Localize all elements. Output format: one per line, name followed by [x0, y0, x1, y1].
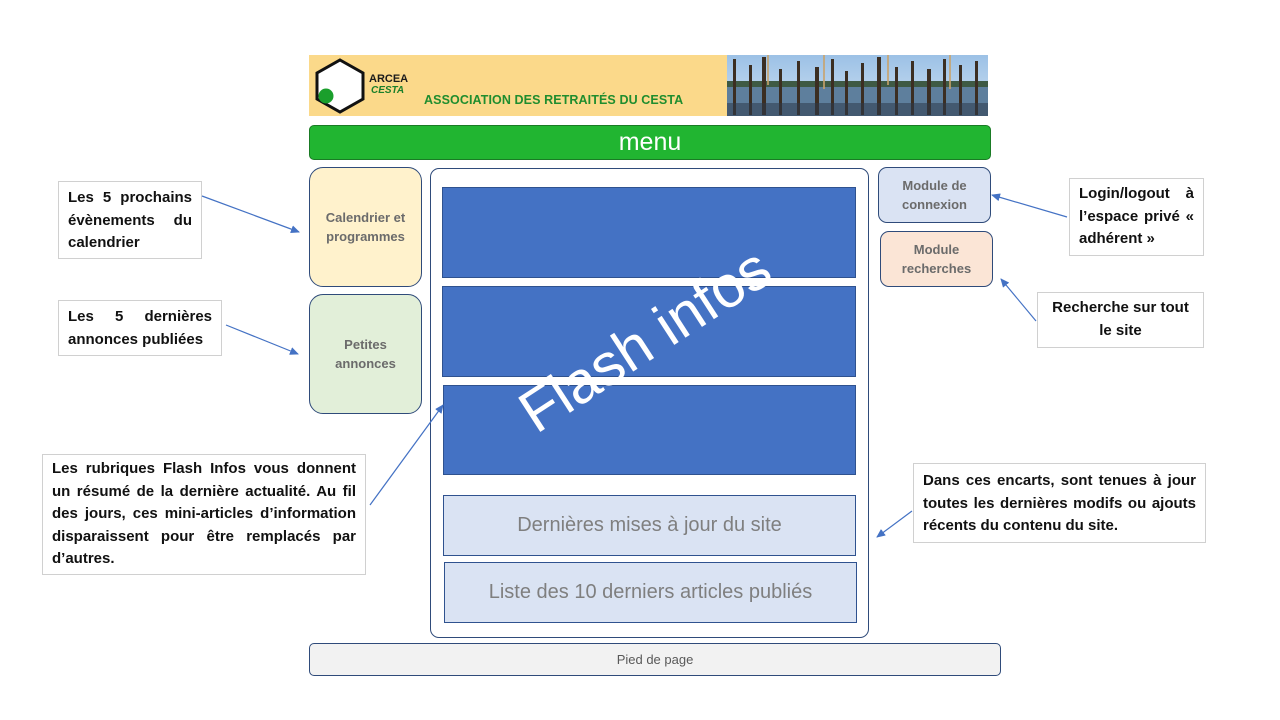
latest-articles-box[interactable]: Liste des 10 derniers articles publiés	[444, 562, 857, 623]
flash-annotation-text: Les rubriques Flash Infos vous donnent u…	[52, 460, 356, 567]
classifieds-annotation-text: Les 5 dernières annonces publiées	[68, 308, 212, 348]
arrow-updates	[876, 510, 913, 538]
calendar-annotation-text: Les 5 prochains évènements du calendrier	[68, 189, 192, 251]
arrow-classifieds	[225, 324, 299, 355]
association-name: ASSOCIATION DES RETRAITÉS DU CESTA	[424, 93, 684, 107]
menu-bar[interactable]: menu	[309, 125, 991, 160]
arrow-search	[1000, 278, 1037, 322]
search-module-label: Module recherches	[901, 242, 972, 276]
flash-annotation: Les rubriques Flash Infos vous donnent u…	[42, 454, 366, 575]
header-banner: ARCEA CESTA ASSOCIATION DES RETRAITÉS DU…	[309, 55, 988, 116]
classifieds-annotation: Les 5 dernières annonces publiées	[58, 300, 222, 356]
login-module-label: Module de connexion	[901, 178, 967, 212]
classifieds-module-label: Petites annonces	[335, 337, 396, 371]
arrow-login	[991, 193, 1068, 218]
updates-annotation-text: Dans ces encarts, sont tenues à jour tou…	[923, 472, 1196, 534]
latest-updates-box[interactable]: Dernières mises à jour du site	[443, 495, 856, 556]
page-footer: Pied de page	[309, 643, 1001, 676]
search-annotation: Recherche sur tout le site	[1037, 292, 1204, 348]
calendar-annotation: Les 5 prochains évènements du calendrier	[58, 181, 202, 259]
flash-info-block[interactable]	[442, 187, 856, 278]
login-annotation: Login/logout à l’espace privé « adhérent…	[1069, 178, 1204, 256]
hexagon-logo-icon	[315, 58, 365, 114]
arrow-calendar	[201, 195, 300, 233]
login-annotation-text: Login/logout à l’espace privé « adhérent…	[1079, 185, 1194, 247]
calendar-module-label: Calendrier et programmes	[325, 210, 406, 244]
logo-text-arcea: ARCEA	[369, 73, 409, 85]
classifieds-module[interactable]: Petites annonces	[309, 294, 422, 414]
search-module[interactable]: Module recherches	[880, 231, 993, 287]
flash-info-block[interactable]	[443, 385, 856, 475]
search-annotation-text: Recherche sur tout le site	[1052, 299, 1189, 339]
flash-info-block[interactable]	[442, 286, 856, 377]
arrow-flash	[369, 404, 444, 506]
updates-annotation: Dans ces encarts, sont tenues à jour tou…	[913, 463, 1206, 543]
banner-photo	[727, 55, 988, 116]
calendar-module[interactable]: Calendrier et programmes	[309, 167, 422, 287]
login-module[interactable]: Module de connexion	[878, 167, 991, 223]
logo-text-cesta: CESTA	[371, 85, 405, 96]
